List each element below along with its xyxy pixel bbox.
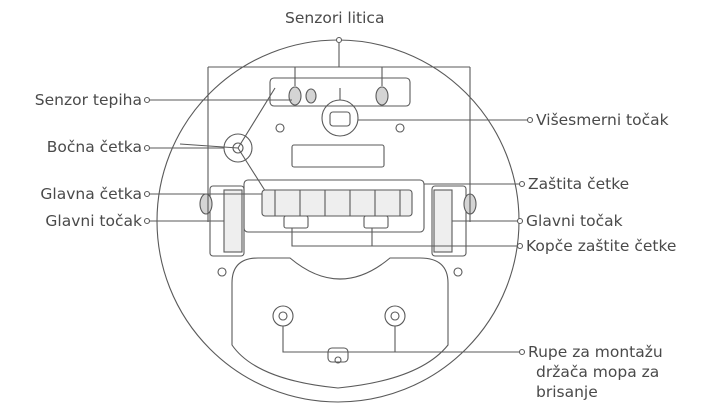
screw-1: [275, 123, 285, 133]
side-brush-arm-1: [237, 87, 276, 149]
left-wheel: [223, 189, 243, 253]
brush-clip-right: [363, 215, 389, 229]
label-carpet-sensor: Senzor tepiha: [34, 91, 142, 109]
label-side-brush: Bočna četka: [46, 138, 142, 156]
label-cliff-sensors: Senzori litica: [285, 9, 385, 27]
label-omni-wheel: Višesmerni točak: [536, 111, 669, 129]
main-brush-roller: [261, 189, 413, 217]
cliff-sensor-left: [288, 86, 302, 106]
mop-plate-outline: [231, 257, 449, 389]
callout-dot-mop: [518, 348, 526, 356]
carpet-sensor-left: [199, 193, 213, 215]
mop-hole-left-inner: [278, 311, 288, 321]
callout-dot-carpet: [143, 96, 151, 104]
mop-hole-right: [384, 305, 406, 327]
top-sensor-bay: [269, 77, 411, 107]
label-mop-holes-3: brisanje: [536, 383, 598, 401]
callout-dot-wheel-left: [143, 217, 151, 225]
callout-dot-main-brush: [143, 190, 151, 198]
mop-hole-right-inner: [390, 311, 400, 321]
omni-wheel: [329, 111, 351, 127]
center-slot: [291, 144, 385, 168]
label-main-brush: Glavna četka: [40, 185, 142, 203]
brush-clip-left: [283, 215, 309, 229]
label-mop-holes-1: Rupe za montažu: [528, 343, 663, 361]
right-wheel: [433, 189, 453, 253]
cliff-sensor-right: [375, 86, 389, 106]
label-mop-holes-2: držača mopa za: [536, 363, 660, 381]
label-brush-guard-clips: Kopče zaštite četke: [526, 237, 677, 255]
callout-dot-clips: [516, 242, 524, 250]
mop-tab-screw: [334, 356, 342, 364]
label-main-wheel-left: Glavni točak: [45, 212, 142, 230]
screw-4: [453, 267, 463, 277]
mop-hole-left: [272, 305, 294, 327]
callout-dot-cliff: [335, 36, 343, 44]
omni-wheel-housing: [321, 99, 359, 137]
side-brush-arm-2: [179, 143, 239, 149]
cliff-sensor-left-b: [305, 88, 317, 104]
callout-dot-brush-guard: [518, 180, 526, 188]
screw-3: [217, 267, 227, 277]
label-main-wheel-right: Glavni točak: [526, 212, 623, 230]
callout-dot-omni: [526, 116, 534, 124]
callout-dot-side-brush: [143, 144, 151, 152]
label-brush-guard: Zaštita četke: [528, 175, 630, 193]
mop-tab: [327, 347, 349, 363]
callout-dot-wheel-right: [516, 217, 524, 225]
screw-2: [395, 123, 405, 133]
